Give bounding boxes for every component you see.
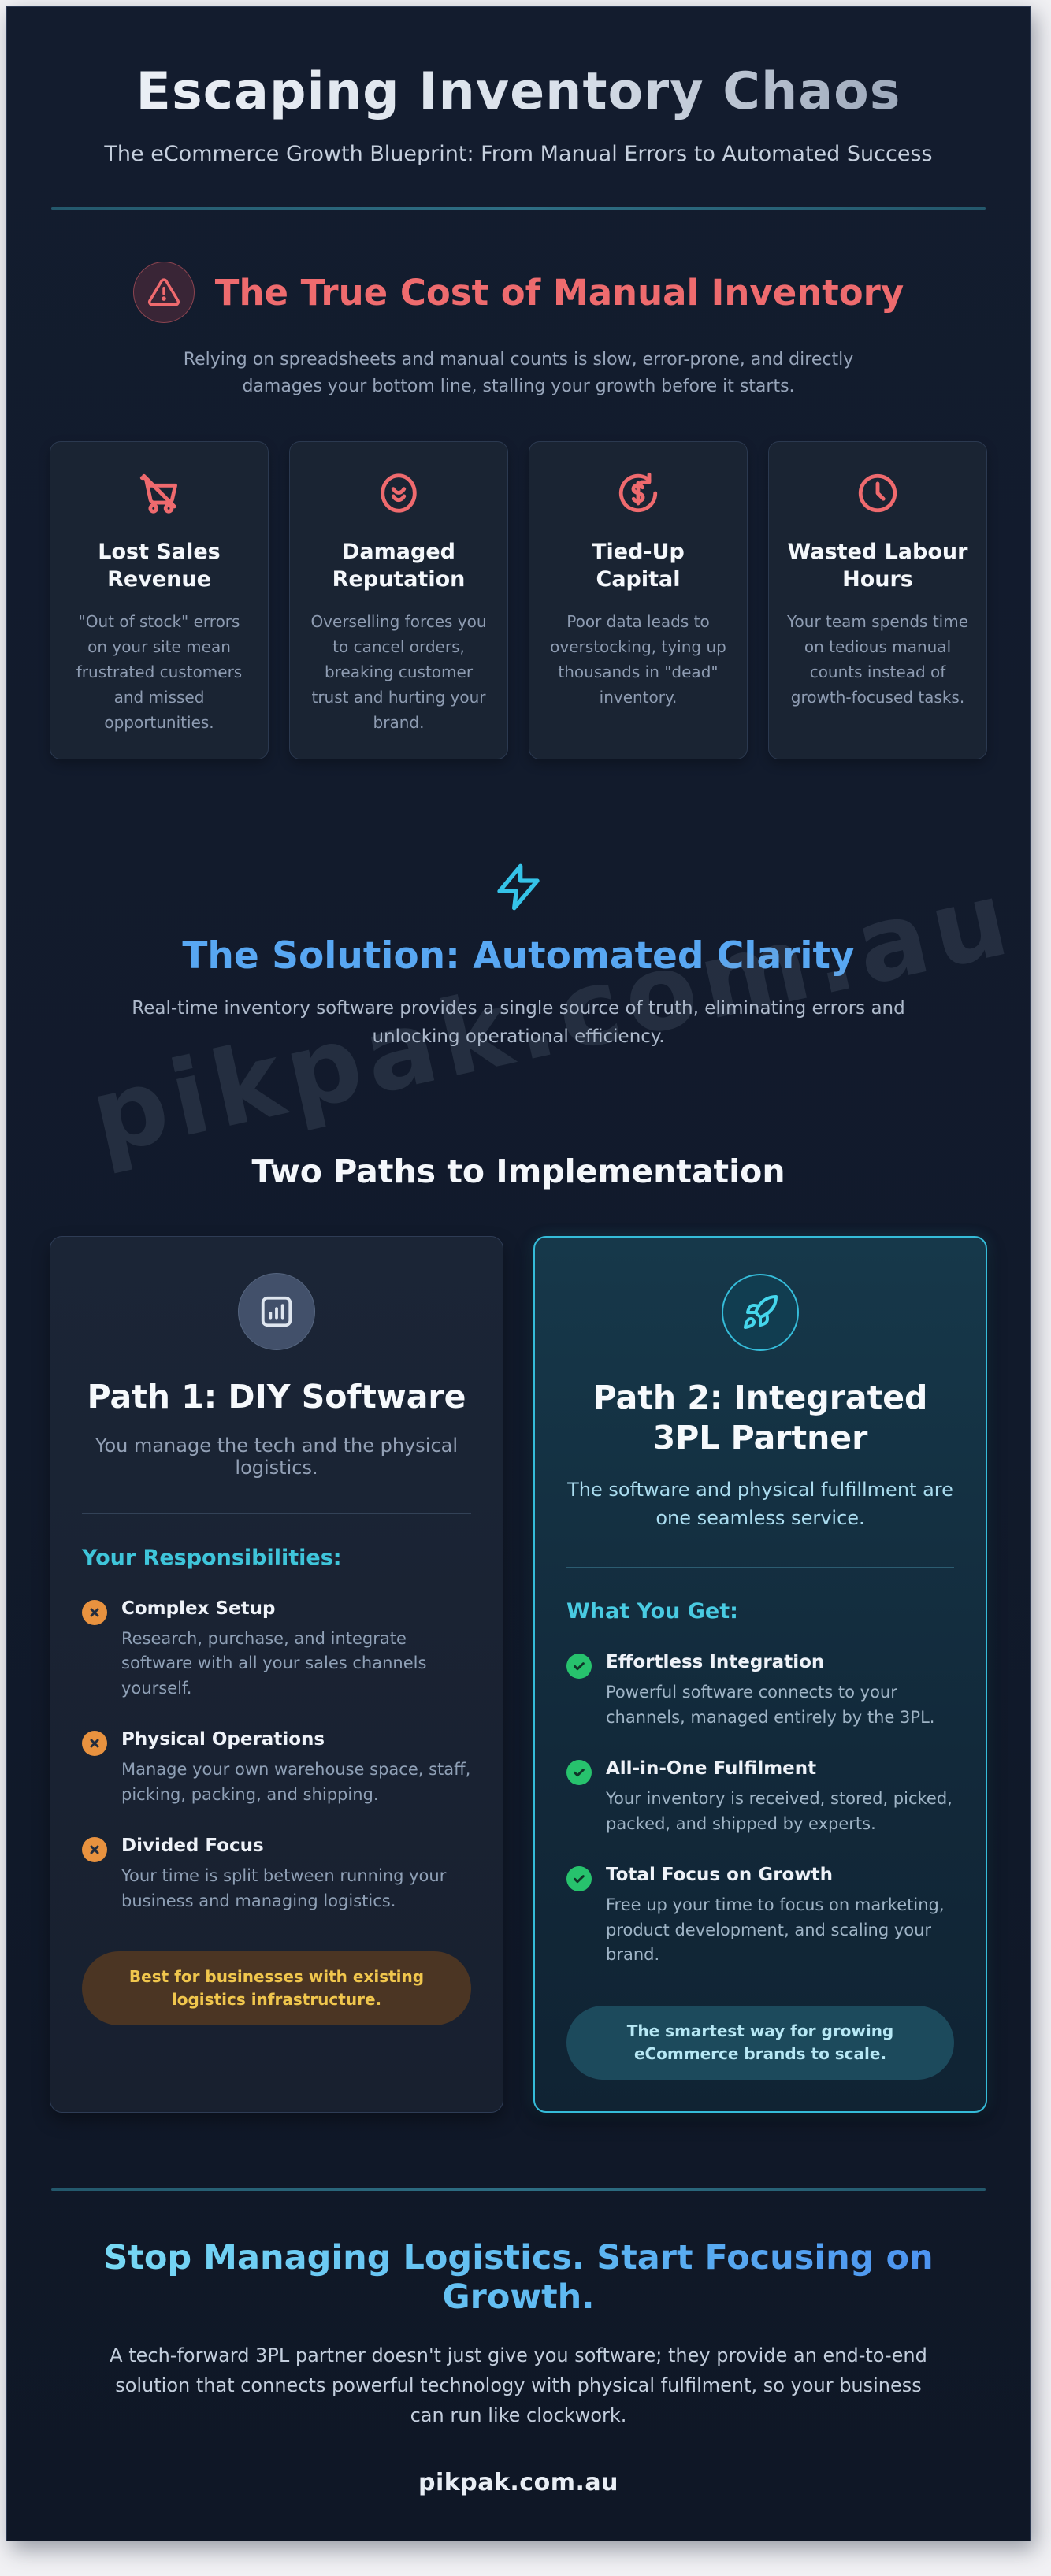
item-title: Physical Operations	[121, 1729, 325, 1750]
path1-badge: Best for businesses with existing logist…	[82, 1951, 471, 2026]
item-title: Divided Focus	[121, 1835, 264, 1857]
x-circle-icon	[82, 1731, 107, 1757]
path1-list: Complex Setup Research, purchase, and in…	[82, 1598, 471, 1914]
card-title: Lost Sales Revenue	[98, 540, 221, 592]
list-item: Complex Setup Research, purchase, and in…	[82, 1598, 471, 1702]
x-circle-icon	[82, 1599, 107, 1625]
sad-face-icon	[376, 469, 422, 518]
card-body: "Out of stock" errors on your site mean …	[76, 612, 243, 733]
problem-card-lost-sales: Lost Sales Revenue "Out of stock" errors…	[50, 441, 269, 760]
path1-card: Path 1: DIY Software You manage the tech…	[50, 1235, 503, 2113]
bar-chart-icon	[238, 1272, 315, 1350]
problem-section: The True Cost of Manual Inventory Relyin…	[50, 262, 987, 760]
problem-heading: The True Cost of Manual Inventory	[214, 271, 904, 314]
check-circle-icon	[566, 1760, 592, 1786]
footer-heading: Stop Managing Logistics. Start Focusing …	[50, 2238, 987, 2317]
footer-description: A tech-forward 3PL partner doesn't just …	[110, 2344, 927, 2427]
item-title: Effortless Integration	[606, 1652, 825, 1673]
path2-card: Path 2: Integrated 3PL Partner The softw…	[533, 1235, 987, 2113]
list-item: All-in-One Fulfilment Your inventory is …	[566, 1758, 954, 1836]
path1-title: Path 1: DIY Software	[87, 1377, 466, 1416]
paths-section: Two Paths to Implementation Path 1: DIY …	[50, 1153, 987, 2113]
page-subtitle: The eCommerce Growth Blueprint: From Man…	[104, 142, 933, 166]
card-body: Overselling forces you to cancel orders,…	[310, 612, 487, 733]
divider	[566, 1567, 954, 1568]
clock-icon	[855, 469, 901, 518]
path1-subtitle: You manage the tech and the physical log…	[95, 1434, 459, 1479]
footer-divider	[51, 2188, 986, 2191]
path1-list-heading: Your Responsibilities:	[82, 1545, 342, 1570]
card-title: Wasted Labour Hours	[787, 540, 968, 592]
problem-card-grid: Lost Sales Revenue "Out of stock" errors…	[50, 441, 987, 760]
rocket-icon	[722, 1273, 799, 1351]
check-circle-icon	[566, 1866, 592, 1892]
problem-card-capital: Tied-Up Capital Poor data leads to overs…	[529, 441, 748, 760]
brand-url: pikpak.com.au	[418, 2468, 618, 2496]
header-divider	[51, 207, 986, 210]
item-body: Free up your time to focus on marketing,…	[606, 1895, 945, 1965]
infographic-page: pikpak.com.au Escaping Inventory Chaos T…	[6, 6, 1031, 2541]
card-body: Poor data leads to overstocking, tying u…	[550, 612, 726, 707]
hero-section: Escaping Inventory Chaos The eCommerce G…	[50, 42, 987, 210]
solution-heading: The Solution: Automated Clarity	[182, 934, 855, 978]
item-body: Manage your own warehouse space, staff, …	[121, 1760, 471, 1804]
item-title: Total Focus on Growth	[606, 1865, 833, 1886]
item-body: Your time is split between running your …	[121, 1866, 447, 1910]
card-title: Tied-Up Capital	[592, 540, 685, 592]
x-circle-icon	[82, 1837, 107, 1863]
divider	[82, 1513, 471, 1514]
list-item: Physical Operations Manage your own ware…	[82, 1729, 471, 1807]
dollar-cycle-icon	[615, 469, 661, 518]
footer-section: Stop Managing Logistics. Start Focusing …	[50, 2188, 987, 2496]
check-circle-icon	[566, 1654, 592, 1680]
item-title: Complex Setup	[121, 1598, 276, 1619]
lightning-bolt-icon	[493, 862, 544, 912]
path2-list: Effortless Integration Powerful software…	[566, 1652, 954, 1968]
list-item: Effortless Integration Powerful software…	[566, 1652, 954, 1730]
page-title: Escaping Inventory Chaos	[50, 62, 987, 121]
solution-section: The Solution: Automated Clarity Real-tim…	[50, 862, 987, 1051]
alert-triangle-icon	[132, 262, 195, 323]
problem-description: Relying on spreadsheets and manual count…	[183, 350, 854, 397]
cart-off-icon	[136, 469, 182, 518]
path2-title: Path 2: Integrated 3PL Partner	[592, 1378, 928, 1457]
solution-description: Real-time inventory software provides a …	[132, 998, 905, 1048]
list-item: Total Focus on Growth Free up your time …	[566, 1865, 954, 1968]
item-body: Powerful software connects to your chann…	[606, 1683, 935, 1727]
path2-list-heading: What You Get:	[566, 1599, 738, 1624]
problem-card-reputation: Damaged Reputation Overselling forces yo…	[289, 441, 508, 760]
item-body: Your inventory is received, stored, pick…	[606, 1789, 953, 1833]
card-title: Damaged Reputation	[332, 540, 466, 592]
item-body: Research, purchase, and integrate softwa…	[121, 1628, 427, 1698]
list-item: Divided Focus Your time is split between…	[82, 1835, 471, 1913]
card-body: Your team spends time on tedious manual …	[786, 612, 969, 707]
item-title: All-in-One Fulfilment	[606, 1758, 817, 1780]
path2-subtitle: The software and physical fulfillment ar…	[567, 1479, 953, 1530]
paths-heading: Two Paths to Implementation	[251, 1152, 785, 1190]
problem-card-labour: Wasted Labour Hours Your team spends tim…	[768, 441, 987, 760]
